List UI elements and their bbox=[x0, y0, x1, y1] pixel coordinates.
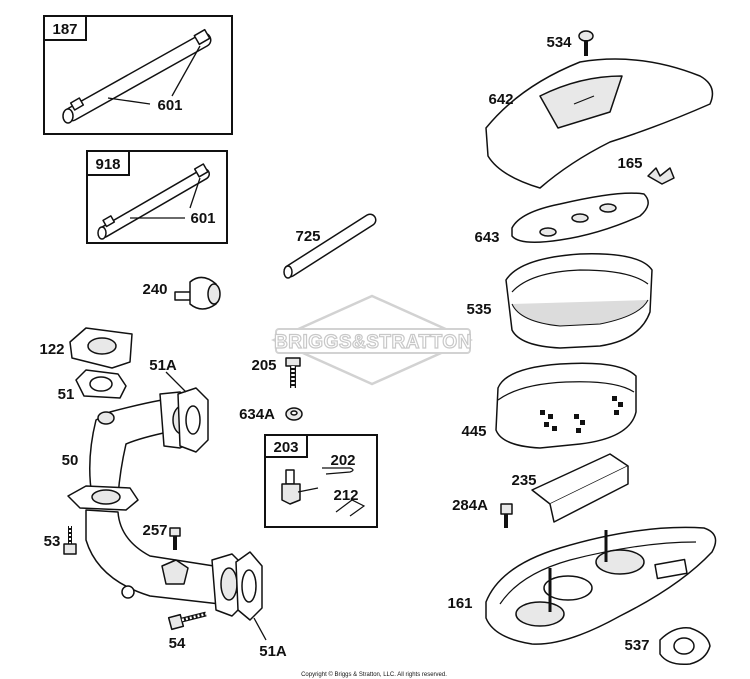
box-label-918: 918 bbox=[95, 156, 120, 173]
part-535-pre-cleaner: 535 bbox=[466, 253, 653, 349]
part-643-plate: 643 bbox=[474, 192, 649, 246]
part-534-screw: 534 bbox=[546, 30, 594, 56]
kit-box-203: 203 202 212 bbox=[264, 434, 378, 528]
part-240-breather: 240 bbox=[142, 276, 221, 310]
watermark-text: BRIGGS&STRATTON bbox=[274, 332, 472, 353]
part-257-screw: 257 bbox=[142, 522, 181, 550]
callout-634A: 634A bbox=[239, 406, 275, 423]
callout-534: 534 bbox=[546, 34, 572, 51]
part-202-spring bbox=[322, 467, 354, 475]
part-284A-screw: 284A bbox=[452, 497, 513, 528]
callout-50: 50 bbox=[62, 452, 79, 469]
callout-202: 202 bbox=[330, 452, 355, 469]
part-54-bolt: 54 bbox=[167, 611, 207, 652]
part-235-bracket: 235 bbox=[511, 453, 629, 523]
part-642-air-cleaner-cover: 642 bbox=[485, 58, 714, 189]
part-205-stud: 205 bbox=[251, 357, 301, 388]
breather-tube-187 bbox=[62, 28, 212, 124]
part-725-tube: 725 bbox=[283, 213, 377, 279]
breather-tube-918 bbox=[97, 163, 210, 240]
part-53-screw: 53 bbox=[44, 526, 77, 555]
part-634A-washer: 634A bbox=[239, 406, 303, 423]
callout-642: 642 bbox=[488, 91, 513, 108]
callout-284A: 284A bbox=[452, 497, 488, 514]
copyright-notice: Copyright © Briggs & Stratton, LLC. All … bbox=[301, 671, 447, 678]
callout-535: 535 bbox=[466, 301, 491, 318]
callout-122: 122 bbox=[39, 341, 64, 358]
part-51A-top-gasket: 51A bbox=[149, 357, 209, 453]
part-445-filter-cartridge: 445 bbox=[461, 362, 637, 449]
callout-725: 725 bbox=[295, 228, 320, 245]
callout-235: 235 bbox=[511, 472, 536, 489]
callout-212: 212 bbox=[333, 487, 358, 504]
callout-51: 51 bbox=[58, 386, 75, 403]
part-51-gasket: 51 bbox=[58, 369, 127, 403]
part-50-intake-elbow: 50 bbox=[62, 391, 197, 511]
part-51A-bottom-gasket: 51A bbox=[235, 551, 287, 660]
box-label-187: 187 bbox=[52, 21, 77, 38]
box-label-203: 203 bbox=[273, 439, 298, 456]
callout-165: 165 bbox=[617, 155, 642, 172]
kit-box-187: 187 601 bbox=[43, 15, 233, 135]
callout-53: 53 bbox=[44, 533, 61, 550]
callout-257: 257 bbox=[142, 522, 167, 539]
callout-51A-top: 51A bbox=[149, 357, 177, 374]
callout-161: 161 bbox=[447, 595, 472, 612]
part-212-link bbox=[335, 499, 366, 517]
part-165-wing-nut: 165 bbox=[617, 155, 675, 185]
callout-205: 205 bbox=[251, 357, 276, 374]
part-203-lever bbox=[281, 469, 319, 505]
kit-box-918: 918 601 bbox=[86, 150, 228, 244]
callout-601-b: 601 bbox=[190, 210, 215, 227]
callout-537: 537 bbox=[624, 637, 649, 654]
callout-601-a: 601 bbox=[157, 97, 182, 114]
callout-54: 54 bbox=[169, 635, 186, 652]
brand-watermark: BRIGGS&STRATTON bbox=[270, 294, 474, 386]
part-122-spacer: 122 bbox=[39, 327, 133, 369]
callout-51A-bottom: 51A bbox=[259, 643, 287, 660]
callout-445: 445 bbox=[461, 423, 486, 440]
part-161-air-cleaner-base: 161 bbox=[447, 526, 717, 645]
part-537-gasket: 537 bbox=[624, 627, 711, 666]
callout-240: 240 bbox=[142, 281, 167, 298]
callout-643: 643 bbox=[474, 229, 499, 246]
